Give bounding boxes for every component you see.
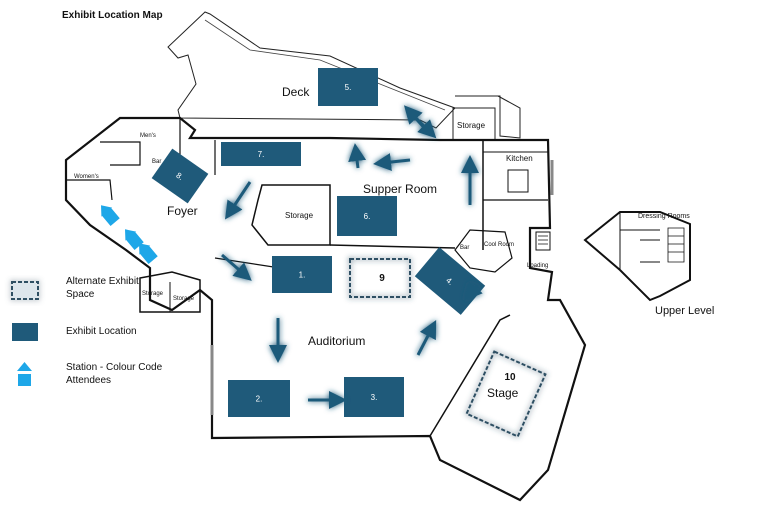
flow-arrow [416, 320, 437, 356]
exhibit-box [151, 148, 209, 204]
alternate-space-box [349, 258, 411, 298]
label-storage-low1: Storage [142, 291, 164, 297]
exhibit-location: 1. [272, 256, 332, 293]
legend-station-icon [17, 362, 32, 386]
exhibit-location: 3. [344, 377, 404, 417]
label-upper-level: Upper Level [655, 305, 714, 317]
flow-arrow [225, 181, 252, 220]
exhibit-location: 7. [221, 142, 301, 166]
building-outline [64, 116, 587, 502]
label-bar-left: Bar [152, 159, 161, 165]
flow-arrow [373, 153, 411, 171]
flow-arrow [464, 281, 483, 301]
flow-arrows [221, 105, 483, 409]
label-womens: Women's [74, 174, 99, 180]
exhibit-label: 6. [364, 212, 371, 221]
legend-station-label: Station - Colour Code Attendees [66, 362, 163, 386]
exhibit-label: 2. [256, 395, 263, 404]
exhibit-label: 3. [371, 393, 378, 402]
flow-arrow [348, 143, 367, 169]
alternate-space-label: 9 [379, 273, 385, 284]
exhibit-location: 8. [151, 148, 209, 204]
label-dressing-rooms: Dressing Rooms [638, 213, 690, 220]
label-storage-low2: Storage [173, 296, 195, 302]
legend-exhibit-swatch [12, 323, 38, 341]
exhibit-label: 1. [299, 271, 306, 280]
alternate-space-label: 10 [504, 372, 516, 383]
label-mens: Men's [140, 133, 156, 139]
flow-arrow [403, 105, 430, 134]
station-icon [139, 243, 158, 264]
stations [101, 205, 158, 264]
label-supper-room: Supper Room [363, 182, 437, 196]
legend-exhibit-label: Exhibit Location [66, 326, 137, 337]
station-icon [101, 205, 120, 226]
exhibit-box [344, 377, 404, 417]
label-kitchen: Kitchen [506, 154, 533, 163]
flow-arrow [221, 253, 252, 281]
map-title: Exhibit Location Map [62, 10, 163, 21]
exhibit-location: 5. [318, 68, 378, 106]
label-stage: Stage [487, 386, 519, 400]
legend-alternate-swatch [11, 281, 39, 300]
exhibit-box [318, 68, 378, 106]
label-cool-room: Cool Room [484, 242, 514, 248]
exhibit-box [228, 380, 290, 417]
label-deck: Deck [282, 85, 310, 99]
exhibit-box [272, 256, 332, 293]
label-foyer: Foyer [167, 204, 198, 218]
exhibit-box [337, 196, 397, 236]
station-icon [125, 229, 144, 250]
label-auditorium: Auditorium [308, 334, 365, 348]
exhibit-label: 7. [258, 150, 265, 159]
label-storage-mid: Storage [285, 211, 314, 220]
exhibit-label: 4. [444, 276, 455, 287]
legend-alternate-label: Alternate Exhibit Space [66, 276, 139, 300]
label-loading: Loading [527, 263, 548, 269]
exhibit-box [221, 142, 301, 166]
label-bar-right: Bar [460, 245, 469, 251]
alternate-exhibit-space: 9 [349, 258, 411, 298]
exhibit-location: 2. [228, 380, 290, 417]
storage-deck-outline [455, 95, 521, 139]
exhibit-label: 8. [174, 171, 185, 182]
exhibit-label: 5. [345, 83, 352, 92]
label-storage-deck: Storage [457, 121, 486, 130]
upper-level-outline [583, 211, 691, 302]
exhibit-location: 6. [337, 196, 397, 236]
